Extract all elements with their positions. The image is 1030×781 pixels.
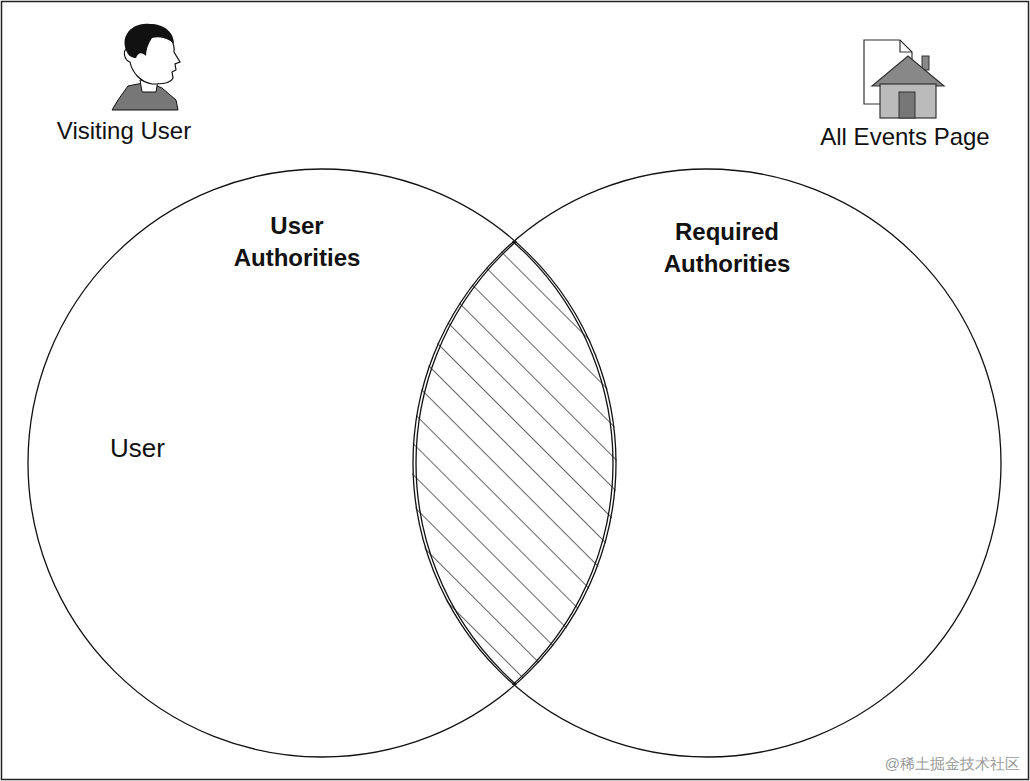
icon-caption: All Events Page bbox=[820, 123, 989, 151]
authority-circle: Required Authorities bbox=[412, 168, 1002, 758]
circle-heading: Required Authorities bbox=[632, 216, 822, 280]
circle-heading: User Authorities bbox=[212, 210, 382, 274]
page-icon bbox=[864, 40, 944, 118]
authority-circle: User AuthoritiesUser bbox=[27, 168, 617, 758]
watermark: @稀土掘金技术社区 bbox=[885, 755, 1020, 774]
icon-caption: Visiting User bbox=[57, 117, 191, 145]
intersection-outline bbox=[416, 168, 1006, 758]
circle-label: User bbox=[110, 432, 165, 464]
intersection-outline bbox=[23, 168, 613, 758]
user-icon bbox=[112, 24, 180, 110]
